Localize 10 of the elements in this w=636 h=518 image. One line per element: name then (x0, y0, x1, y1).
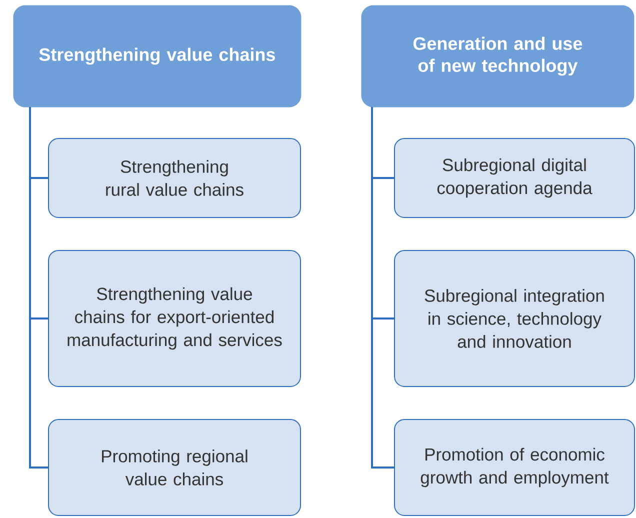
process-box: Promoting regional value chains (48, 419, 301, 516)
process-box: Promotion of economic growth and employment (394, 419, 635, 516)
header-box: Generation and use of new technology (361, 5, 634, 108)
process-box: Subregional integration in science, technology and innovation (394, 250, 635, 387)
connector-line (371, 107, 394, 468)
process-box: Strengthening rural value chains (48, 138, 301, 218)
header-box: Strengthening value chains (13, 5, 302, 108)
connector-line (29, 107, 48, 468)
process-box: Subregional digital cooperation agenda (394, 138, 635, 218)
process-box: Strengthening value chains for export-oriented manufacturing and services (48, 250, 301, 387)
